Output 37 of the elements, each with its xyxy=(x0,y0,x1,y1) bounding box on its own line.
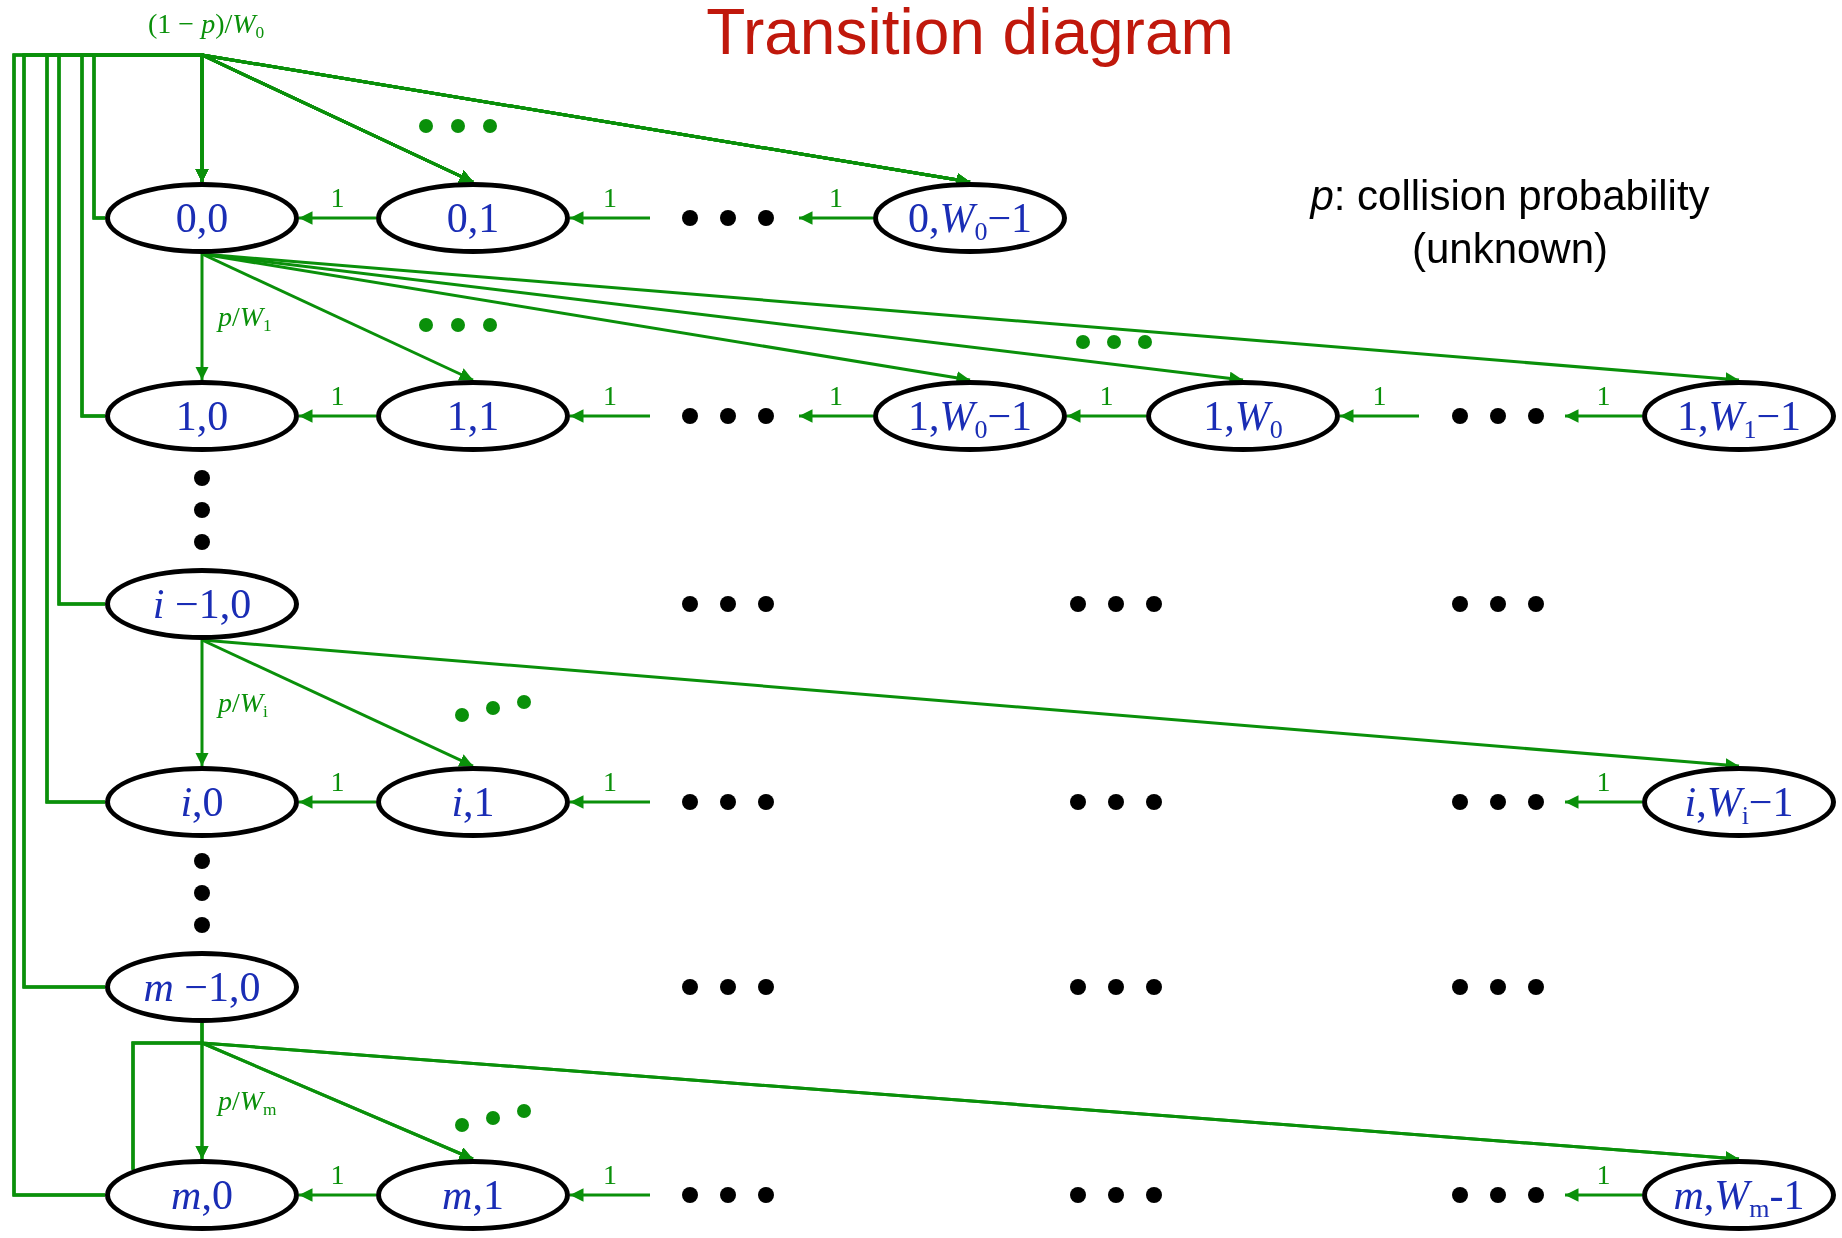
state-label: 0,0 xyxy=(175,197,229,239)
state-label: 1,W$_{0}$−1 xyxy=(907,395,1033,437)
state-label: m,1 xyxy=(442,1174,504,1216)
arrow xyxy=(1340,409,1419,423)
arrow xyxy=(570,409,650,423)
arrow xyxy=(299,409,376,423)
state-label: i,W$_{i}$−1 xyxy=(1684,781,1794,823)
state-label: 0,W$_{0}$−1 xyxy=(907,197,1033,239)
state-label: m −1,0 xyxy=(143,966,261,1008)
arrow xyxy=(299,211,376,225)
arrow xyxy=(1565,1188,1642,1202)
arrow xyxy=(799,211,873,225)
state-label: 0,1 xyxy=(446,197,500,239)
state-label: m,W$_{m}$-1 xyxy=(1673,1174,1805,1216)
state-label: i,0 xyxy=(180,781,224,823)
arrow xyxy=(299,1188,376,1202)
arrow xyxy=(570,211,650,225)
arrow xyxy=(799,409,873,423)
state-label: m,0 xyxy=(171,1174,233,1216)
arrow xyxy=(1565,795,1642,809)
transition-probability-label: (1 − p)/W$_{0}$ xyxy=(148,8,265,40)
arrow xyxy=(131,1041,1740,1170)
state-label: i −1,0 xyxy=(152,583,252,625)
state-label: 1,W$_{1}$−1 xyxy=(1676,395,1802,437)
arrow xyxy=(1067,409,1146,423)
arrow xyxy=(570,795,650,809)
arrow xyxy=(12,53,971,1197)
arrow xyxy=(570,1188,650,1202)
state-label: 1,0 xyxy=(175,395,229,437)
state-label: 1,1 xyxy=(446,395,500,437)
state-label: 1,W$_{0}$ xyxy=(1203,395,1283,437)
state-label: i,1 xyxy=(451,781,495,823)
arrow xyxy=(195,254,209,380)
arrow xyxy=(195,640,209,766)
note-text: p: collision probability (unknown) xyxy=(1308,171,1711,274)
arrow xyxy=(1565,409,1642,423)
arrow xyxy=(299,795,376,809)
